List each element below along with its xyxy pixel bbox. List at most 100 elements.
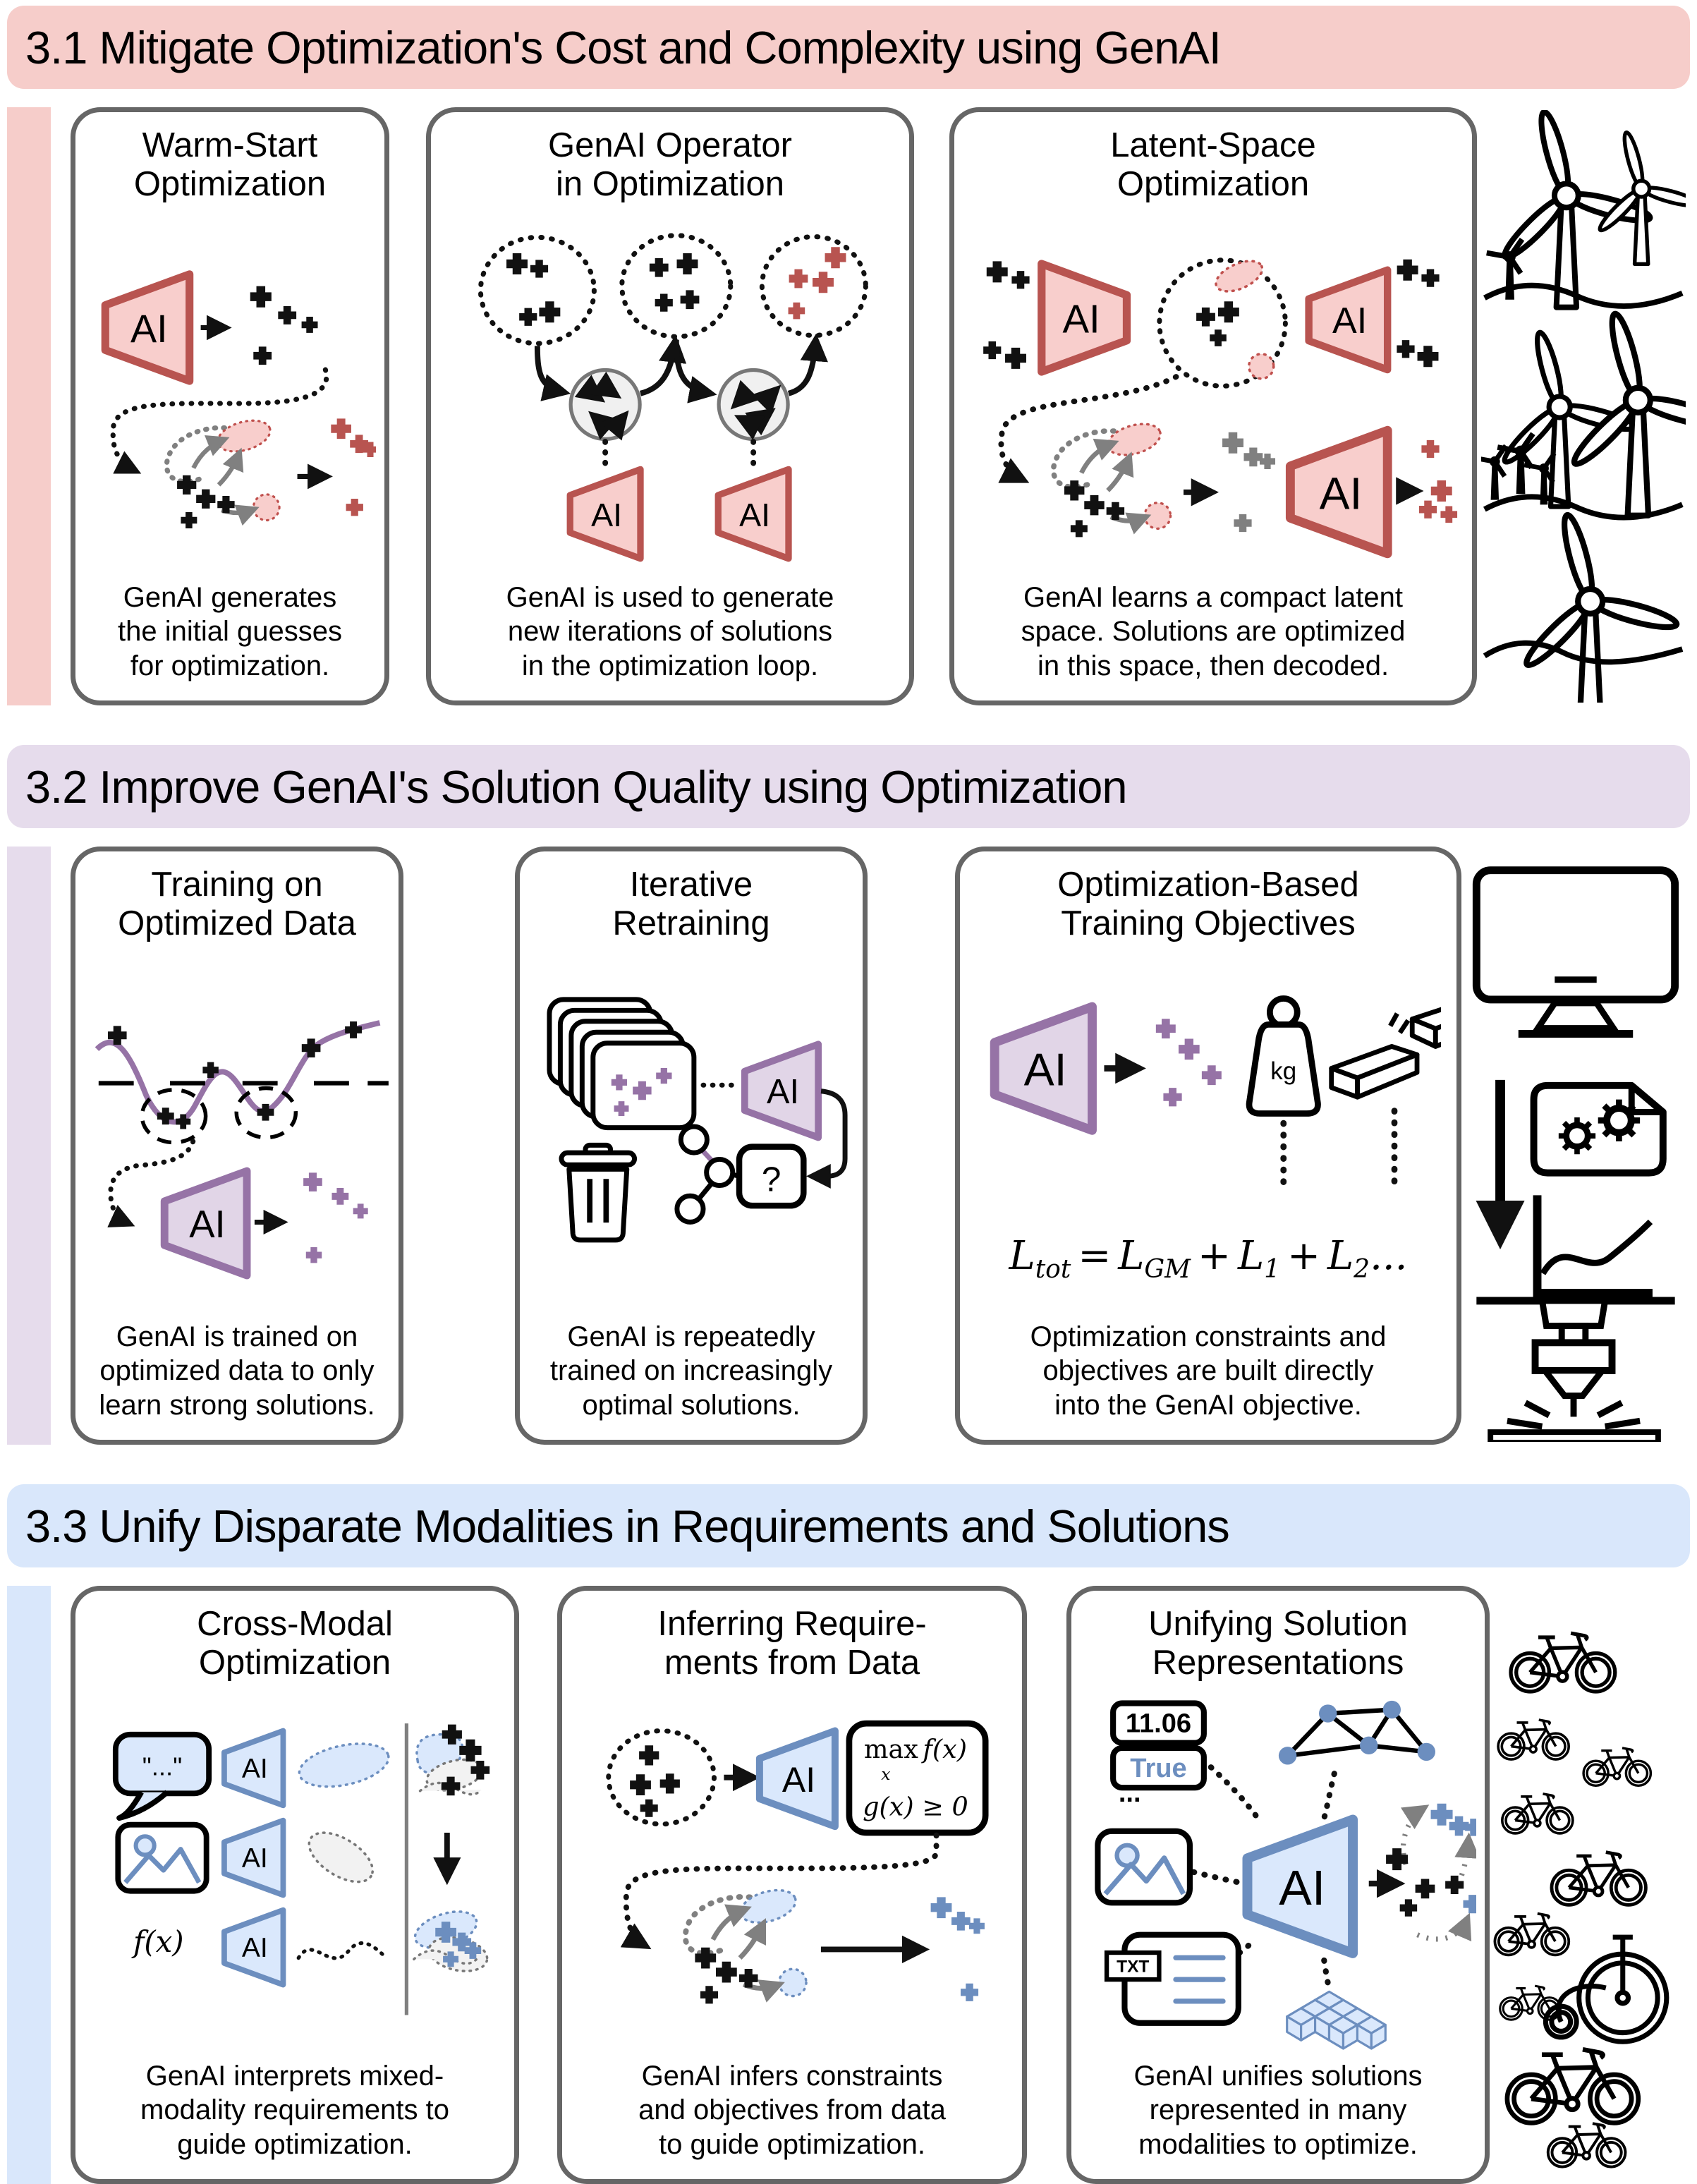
population-3-ellipse bbox=[759, 233, 868, 338]
card-genai-operator-title: GenAI Operator in Optimization bbox=[548, 126, 792, 203]
genai-operator-diagram: AI AI bbox=[478, 232, 868, 565]
bicycles-column bbox=[1490, 1586, 1691, 2184]
laser-cutter-icon bbox=[1476, 1297, 1675, 1442]
trash-icon bbox=[559, 1142, 638, 1243]
boolean-value-box: True bbox=[1110, 1745, 1207, 1790]
ai-trapezoid-icon: AI bbox=[224, 1730, 284, 1805]
ai-label: AI bbox=[591, 497, 622, 533]
section-3-2-title: 3.2 Improve GenAI's Solution Quality usi… bbox=[25, 760, 1128, 813]
optimization-doodle bbox=[682, 1888, 808, 2003]
flow-arrow bbox=[673, 339, 717, 404]
objectives-diagram: AI kg bbox=[975, 995, 1441, 1188]
unifying-representations-diagram: 11.06 True ... bbox=[1095, 1700, 1476, 2050]
optimization-doodle bbox=[1050, 423, 1172, 537]
bicycle-icon bbox=[1501, 1792, 1574, 1835]
card-genai-operator-art: AI AI bbox=[438, 204, 902, 581]
card-warm-start-title: Warm-Start Optimization bbox=[133, 126, 327, 203]
card-training-optimized-data-title: Training on Optimized Data bbox=[118, 866, 356, 942]
ai-label: AI bbox=[782, 1759, 815, 1799]
card-genai-operator-caption: GenAI is used to generate new iterations… bbox=[506, 581, 834, 682]
ai-label: AI bbox=[242, 1933, 268, 1963]
dotted-flow-path bbox=[107, 1139, 196, 1227]
minimum-circle bbox=[140, 1087, 208, 1144]
objective-curve bbox=[95, 1019, 381, 1124]
section-3-2: 3.2 Improve GenAI's Solution Quality usi… bbox=[7, 745, 1690, 1445]
speech-text: "..." bbox=[142, 1752, 182, 1780]
card-iterative-retraining-caption: GenAI is repeatedly trained on increasin… bbox=[549, 1321, 833, 1421]
latent-blob-blue bbox=[298, 1742, 390, 1788]
ai-label: AI bbox=[1279, 1860, 1325, 1915]
max-arg-label: f(x) bbox=[920, 1734, 967, 1764]
bicycle-icon bbox=[1493, 1912, 1571, 1957]
manufacturing-column bbox=[1461, 847, 1690, 1445]
population-1-ellipse bbox=[478, 234, 597, 346]
dotted-link bbox=[1321, 1770, 1337, 1821]
card-unifying-representations-art: 11.06 True ... bbox=[1078, 1682, 1478, 2059]
section-3-2-row: Training on Optimized Data bbox=[7, 847, 1690, 1445]
minimum-circle bbox=[234, 1086, 298, 1139]
card-iterative-retraining-title: Iterative Retraining bbox=[612, 866, 770, 942]
ai-decoder-icon: AI bbox=[1290, 430, 1387, 554]
card-genai-operator: GenAI Operator in Optimization bbox=[426, 107, 914, 705]
ai-trapezoid-icon: AI bbox=[745, 1044, 818, 1137]
section-3-1-accent-bar bbox=[7, 107, 51, 705]
card-optimization-objectives: Optimization-Based Training Objectives A… bbox=[955, 847, 1461, 1445]
ai-trapezoid-icon: AI bbox=[224, 1910, 284, 1984]
card-warm-start-caption: GenAI generates the initial guesses for … bbox=[118, 581, 342, 682]
molecule-icon bbox=[674, 1124, 740, 1225]
section-3-3-header: 3.3 Unify Disparate Modalities in Requir… bbox=[7, 1484, 1690, 1567]
bicycle-icon bbox=[1511, 1633, 1615, 1692]
ai-decoder-icon: AI bbox=[1309, 269, 1388, 369]
ai-label: AI bbox=[242, 1754, 268, 1784]
ai-label: AI bbox=[1332, 301, 1367, 341]
max-label: max bbox=[864, 1734, 918, 1764]
card-cross-modal: Cross-Modal Optimization "..." AI bbox=[71, 1586, 519, 2184]
dotted-link bbox=[1321, 1957, 1332, 1994]
dotted-flow-path bbox=[110, 367, 329, 474]
unified-solution-cluster bbox=[1386, 1803, 1476, 1942]
design-to-manufacturing-icons bbox=[1472, 866, 1679, 1442]
card-cross-modal-title: Cross-Modal Optimization bbox=[197, 1605, 393, 1682]
card-training-optimized-data-caption: GenAI is trained on optimized data to on… bbox=[99, 1321, 375, 1421]
feedback-arrow bbox=[805, 1088, 848, 1189]
ai-trapezoid-icon: AI bbox=[718, 469, 789, 558]
ai-label: AI bbox=[767, 1072, 799, 1110]
iterative-retraining-diagram: AI ? bbox=[547, 997, 848, 1243]
card-optimization-objectives-caption: Optimization constraints and objectives … bbox=[1030, 1321, 1387, 1421]
txt-label: TXT bbox=[1117, 1957, 1149, 1976]
latent-space-circle bbox=[1157, 257, 1288, 389]
ai-trapezoid-icon: AI bbox=[1247, 1819, 1353, 1953]
ai-label: AI bbox=[130, 307, 168, 351]
bicycle-icon bbox=[1552, 1852, 1646, 1905]
image-icon bbox=[115, 1821, 209, 1894]
operator-circle-icon bbox=[568, 368, 642, 441]
question-box: ? bbox=[736, 1143, 807, 1209]
ai-encoder-icon: AI bbox=[1042, 264, 1127, 372]
dotted-link bbox=[1208, 1764, 1262, 1823]
data-ellipse bbox=[606, 1728, 717, 1827]
max-sub-label: x bbox=[881, 1764, 890, 1784]
population-2-ellipse bbox=[619, 232, 734, 339]
section-3-3-title: 3.3 Unify Disparate Modalities in Requir… bbox=[25, 1500, 1230, 1552]
card-cross-modal-caption: GenAI interprets mixed- modality require… bbox=[140, 2060, 449, 2161]
section-3-1-title: 3.1 Mitigate Optimization's Cost and Com… bbox=[25, 21, 1222, 73]
flow-arrow bbox=[534, 346, 571, 401]
ai-label: AI bbox=[739, 497, 770, 533]
wind-turbine-icon bbox=[1483, 513, 1684, 703]
ai-label: AI bbox=[1024, 1044, 1067, 1095]
section-3-3-accent-bar bbox=[7, 1586, 51, 2184]
flow-arrow bbox=[787, 333, 828, 396]
number-value-label: 11.06 bbox=[1126, 1709, 1191, 1738]
operator-circle-icon bbox=[717, 368, 790, 441]
boolean-value-label: True bbox=[1130, 1754, 1186, 1783]
card-iterative-retraining: Iterative Retraining bbox=[515, 847, 868, 1445]
card-inferring-requirements-art: AI max x f(x) g(x) ≥ 0 bbox=[569, 1682, 1015, 2059]
loss-curve-icon bbox=[1533, 1195, 1653, 1297]
constraint-label: g(x) ≥ 0 bbox=[863, 1791, 968, 1821]
optimized-samples-icon bbox=[331, 418, 376, 516]
latent-squiggle bbox=[296, 1941, 386, 1960]
card-unifying-representations-caption: GenAI unifies solutions represented in m… bbox=[1133, 2060, 1423, 2161]
bicycle-icon bbox=[1497, 1718, 1570, 1761]
dotted-flow-path bbox=[620, 1832, 939, 1949]
